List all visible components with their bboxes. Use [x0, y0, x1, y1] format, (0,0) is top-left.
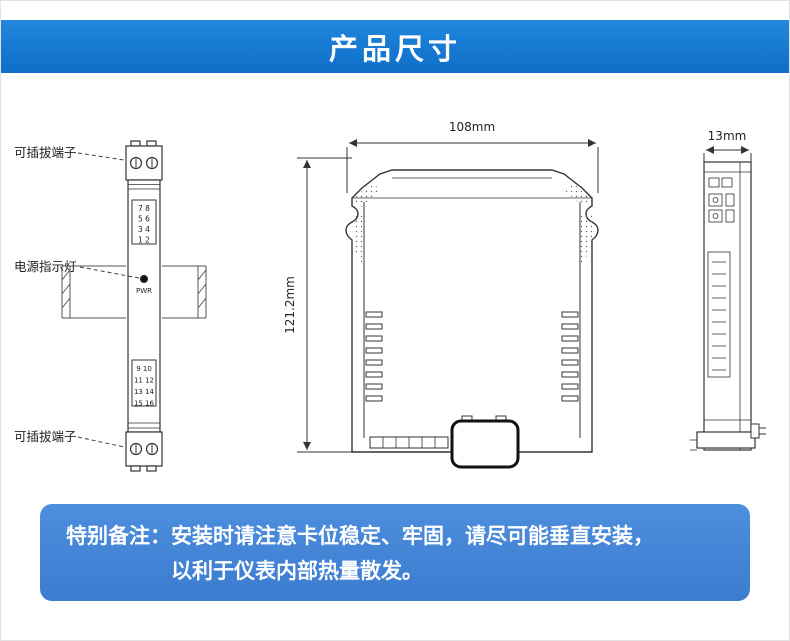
terminal-row: 11 12 [134, 377, 154, 385]
note-line-2: 以利于仪表内部热量散发。 [171, 559, 423, 583]
height-dimension [297, 157, 352, 453]
terminal-row: 15 16 [134, 400, 155, 408]
leader-line-bottom [77, 436, 125, 448]
page-title: 产品尺寸 [328, 31, 461, 66]
bottom-terminal-numbers: 9 10 11 12 13 14 15 16 [134, 365, 155, 408]
terminal-row: 5 6 [138, 215, 150, 224]
clip-hatch [352, 182, 592, 266]
label-pluggable-terminal-bottom: 可插拔端子 [14, 429, 77, 444]
terminal-row: 9 10 [136, 365, 152, 373]
page-header: 产品尺寸 [0, 20, 790, 73]
module-side [690, 161, 766, 451]
terminal-row: 1 2 [138, 236, 150, 245]
leader-line-power [79, 266, 140, 279]
leader-line-top [77, 152, 125, 161]
module-front [125, 140, 163, 472]
vent-slots [365, 311, 579, 402]
pwr-label: PWR [136, 287, 152, 295]
side-view-drawing: 108mm 121.2mm [283, 120, 599, 469]
terminal-row: 13 14 [134, 388, 155, 396]
special-note-box: 特别备注： 安装时请注意卡位稳定、牢固，请尽可能垂直安装， 以利于仪表内部热量散… [40, 504, 750, 601]
label-power-indicator: 电源指示灯 [14, 259, 77, 274]
right-view-drawing: 13mm [690, 129, 766, 451]
front-view-drawing: 7 8 5 6 3 4 1 2 PWR 9 10 11 12 13 14 15 … [14, 140, 207, 472]
note-prefix: 特别备注： [66, 524, 171, 548]
terminal-row: 3 4 [138, 225, 150, 234]
dim-height-label: 121.2mm [283, 276, 297, 334]
note-body: 安装时请注意卡位稳定、牢固，请尽可能垂直安装， 以利于仪表内部热量散发。 [171, 519, 654, 601]
din-rail [61, 265, 207, 319]
width-dimension [346, 139, 599, 193]
top-terminal-numbers: 7 8 5 6 3 4 1 2 [138, 204, 150, 245]
housing-profile [345, 169, 599, 453]
dim-depth-label: 13mm [708, 129, 747, 143]
dim-width-label: 108mm [449, 120, 495, 134]
note-line-1: 安装时请注意卡位稳定、牢固，请尽可能垂直安装， [171, 524, 654, 548]
terminal-row: 7 8 [138, 204, 150, 213]
label-pluggable-terminal-top: 可插拔端子 [14, 145, 77, 160]
bottom-connector [369, 415, 520, 469]
